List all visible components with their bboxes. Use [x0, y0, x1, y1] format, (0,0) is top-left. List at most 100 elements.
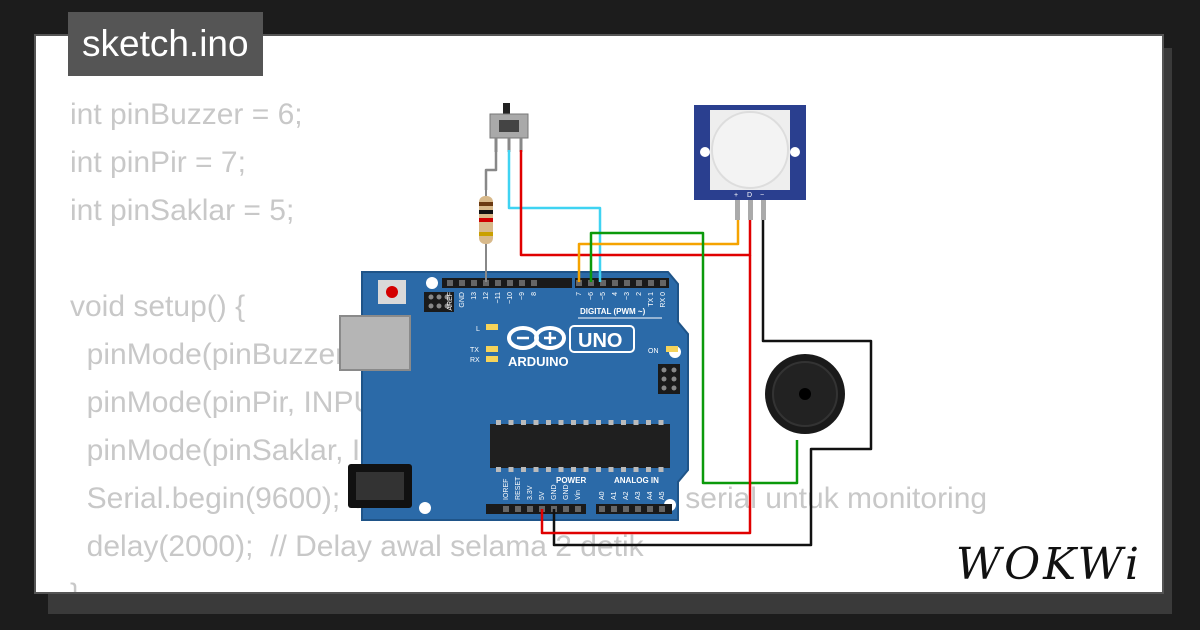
wires	[484, 150, 873, 547]
header-pin[interactable]	[599, 506, 605, 512]
pin-label: 7	[576, 292, 583, 296]
icsp-header	[658, 364, 680, 394]
wire-pir-data-to-d7	[577, 220, 740, 282]
header-pin[interactable]	[459, 280, 465, 286]
buzzer[interactable]	[765, 354, 845, 434]
header-pin[interactable]	[575, 506, 581, 512]
pir-pin-gnd-label: −	[760, 192, 764, 199]
header-pin[interactable]	[624, 280, 630, 286]
header-pin[interactable]	[647, 506, 653, 512]
header-pin[interactable]	[611, 506, 617, 512]
header-pin[interactable]	[531, 280, 537, 286]
code-line: int pinBuzzer = 6;	[70, 98, 303, 131]
pin-label: A0	[599, 491, 606, 500]
header-pin[interactable]	[588, 280, 594, 286]
pin-label: 4	[612, 292, 619, 296]
pin-label: ~6	[588, 292, 595, 300]
usb-port	[339, 315, 411, 371]
header-pin[interactable]	[471, 280, 477, 286]
header-pin[interactable]	[636, 280, 642, 286]
pin-label: ~11	[495, 292, 502, 303]
pir-motion-sensor[interactable]: + D −	[694, 105, 806, 220]
pin-label: A5	[659, 491, 666, 500]
pir-pin-vcc-label: +	[734, 192, 738, 199]
header-pin[interactable]	[447, 280, 453, 286]
analog-header	[596, 504, 672, 514]
header-pin[interactable]	[576, 280, 582, 286]
pin-label: GND	[459, 292, 466, 308]
label-l: L	[476, 326, 480, 333]
wire-switch-to-pir-vcc	[519, 150, 752, 257]
pin-label: GND	[563, 484, 570, 500]
header-pin[interactable]	[527, 506, 533, 512]
pin-label: RESET	[515, 476, 522, 500]
pin-label: A3	[635, 491, 642, 500]
pin-label: ~3	[624, 292, 631, 300]
pin-label: A1	[611, 491, 618, 500]
power-label: POWER	[556, 476, 586, 485]
header-pin[interactable]	[503, 506, 509, 512]
pin-label: 2	[636, 292, 643, 296]
pin-label: 3.3V	[527, 485, 534, 500]
wire-switch-to-resistor	[484, 150, 498, 190]
header-pin[interactable]	[600, 280, 606, 286]
header-pin[interactable]	[623, 506, 629, 512]
mounting-hole	[419, 502, 431, 514]
pin-label: A4	[647, 491, 654, 500]
pin-label: ~9	[519, 292, 526, 300]
led-tx	[486, 346, 498, 352]
header-pin[interactable]	[612, 280, 618, 286]
resistor[interactable]	[479, 185, 493, 282]
code-line: delay(2000); // Delay awal selama 2 deti…	[70, 530, 644, 563]
led-on	[666, 346, 678, 352]
analog-label: ANALOG IN	[614, 476, 659, 485]
sketch-title[interactable]: sketch.ino	[68, 12, 263, 76]
pir-dome	[711, 111, 789, 189]
wire-5v	[540, 255, 752, 535]
pin-label: ~5	[600, 292, 607, 300]
microcontroller-chip	[490, 420, 670, 472]
power-header	[486, 504, 586, 514]
mounting-hole	[426, 277, 438, 289]
code-line: int pinSaklar = 5;	[70, 194, 295, 227]
pin-label: TX 1	[648, 292, 655, 307]
header-pin[interactable]	[495, 280, 501, 286]
label-rx: RX	[470, 357, 480, 364]
pin-label: 12	[483, 292, 490, 300]
header-pin[interactable]	[515, 506, 521, 512]
header-pin[interactable]	[519, 280, 525, 286]
header-pin[interactable]	[659, 506, 665, 512]
header-pin[interactable]	[635, 506, 641, 512]
pin-label: Vin	[575, 490, 582, 500]
code-line: }	[70, 571, 987, 592]
wokwi-logo: WOKWi	[951, 539, 1146, 590]
header-pin[interactable]	[660, 280, 666, 286]
pin-label: AREF	[447, 292, 454, 311]
icsp-header	[424, 292, 454, 312]
board-name: ARDUINO	[508, 354, 569, 369]
header-pin[interactable]	[483, 280, 489, 286]
arduino-logo	[507, 326, 566, 350]
led-l	[486, 324, 498, 330]
pin-label: 13	[471, 292, 478, 300]
slide-switch[interactable]	[489, 103, 529, 152]
header-pin[interactable]	[507, 280, 513, 286]
label-tx: TX	[470, 347, 479, 354]
header-pin[interactable]	[648, 280, 654, 286]
pin-label: A2	[623, 491, 630, 500]
pin-label: ~10	[507, 292, 514, 304]
digital-label: DIGITAL (PWM ~)	[580, 307, 646, 316]
pin-label: 5V	[539, 491, 546, 500]
wire-ground	[552, 220, 873, 547]
board-model: UNO	[578, 330, 622, 352]
led-rx	[486, 356, 498, 362]
pin-label: GND	[551, 484, 558, 500]
wire-buzzer-to-d6	[589, 231, 799, 485]
wire-switch-to-d5	[507, 150, 602, 282]
label-on: ON	[648, 348, 659, 355]
digital-header-right	[575, 278, 669, 288]
pin-label: 8	[531, 292, 538, 296]
header-pin[interactable]	[563, 506, 569, 512]
